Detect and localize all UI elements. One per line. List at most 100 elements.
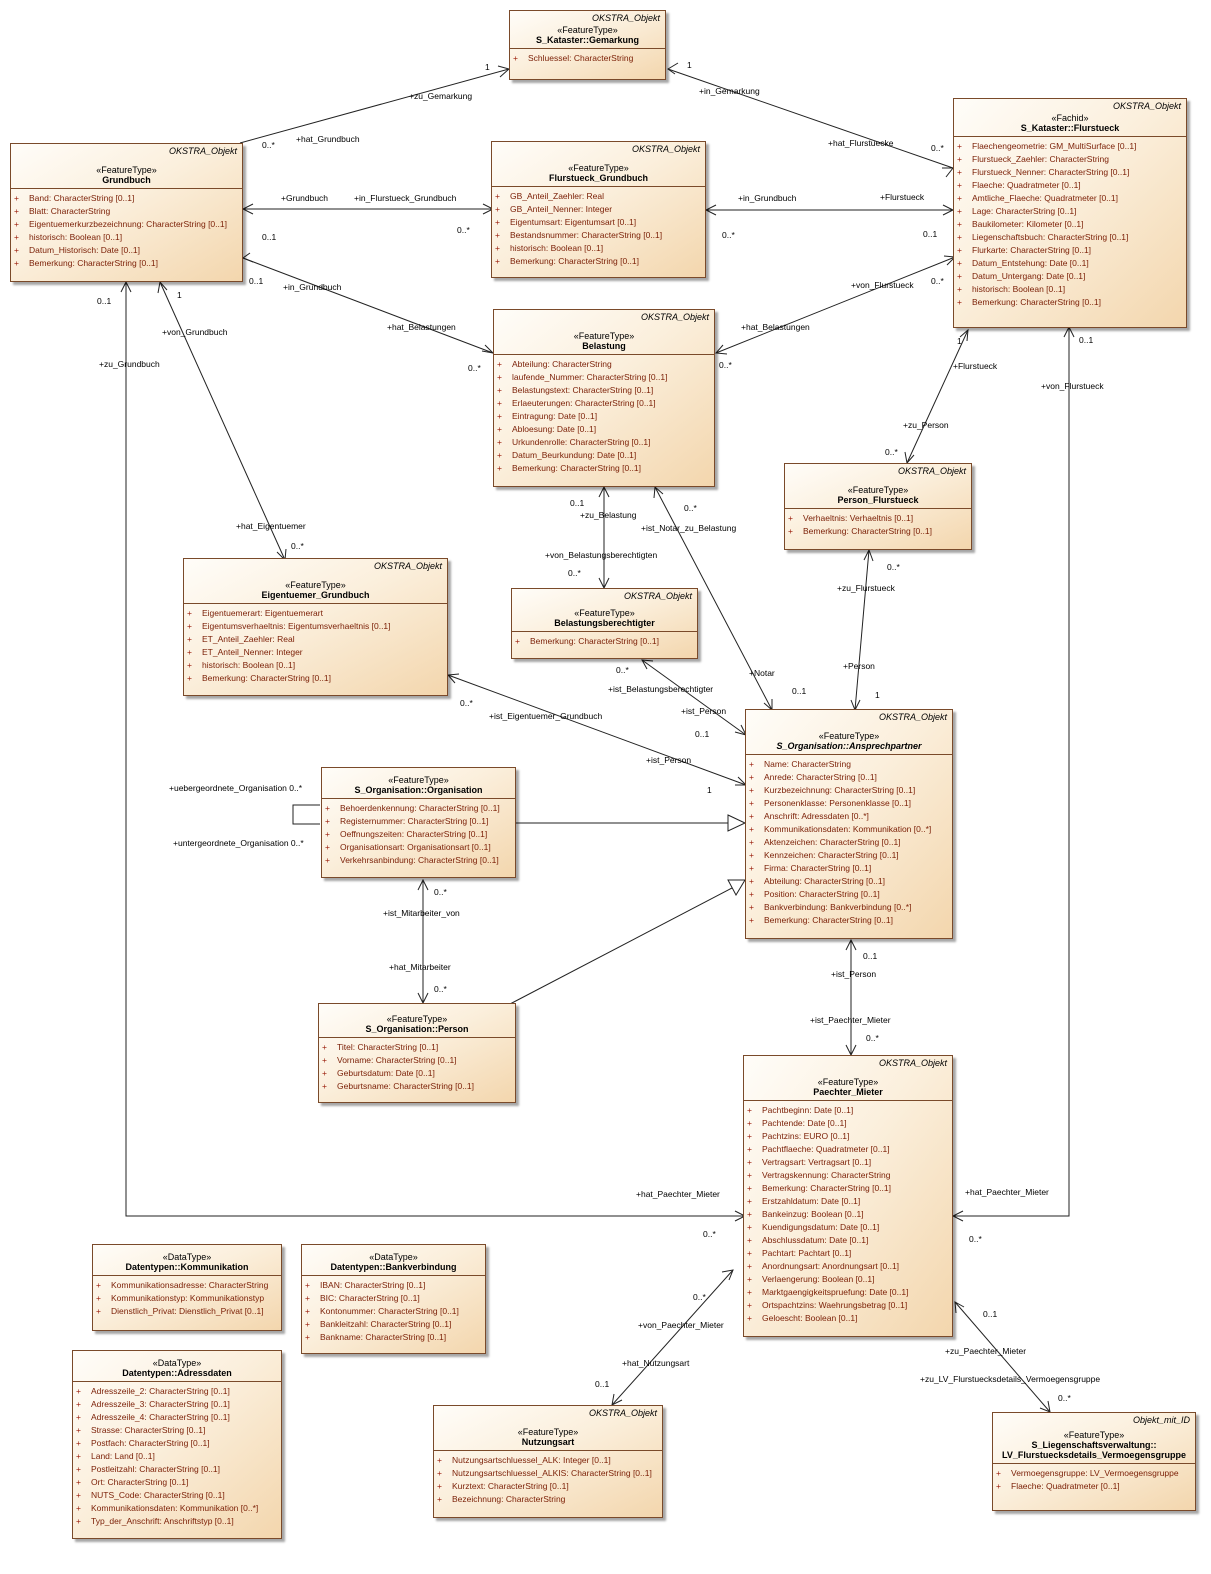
role-label: +zu_LV_Flurstuecksdetails_Vermoegensgrup…	[920, 1374, 1101, 1384]
multiplicity: 0..*	[1058, 1393, 1071, 1403]
visibility-marker: +	[14, 245, 19, 255]
attribute-text: ET_Anteil_Nenner: Integer	[202, 647, 303, 657]
role-label: +hat_Eigentuemer	[236, 521, 306, 531]
class-org-person[interactable]: «FeatureType»S_Organisation::Person +Tit…	[318, 1003, 516, 1103]
role-label: +hat_Belastungen	[741, 322, 810, 332]
class-bankverbindung[interactable]: «DataType»Datentypen::Bankverbindung +IB…	[301, 1244, 486, 1354]
class-name: S_Kataster::Gemarkung	[535, 35, 640, 45]
attribute-row: +Bankeinzug: Boolean [0..1]	[747, 1208, 950, 1221]
attribute-row: +Pachtende: Date [0..1]	[747, 1117, 950, 1130]
class-name: S_Organisation::Organisation	[354, 785, 483, 795]
attribute-text: Pachtflaeche: Quadratmeter [0..1]	[762, 1144, 890, 1154]
visibility-marker: +	[495, 243, 500, 253]
class-organisation[interactable]: «FeatureType»S_Organisation::Organisatio…	[321, 767, 516, 878]
attribute-row: +Kommunikationsdaten: Kommunikation [0..…	[749, 823, 950, 836]
visibility-marker: +	[325, 855, 330, 865]
class-flurstueck[interactable]: OKSTRA_Objekt«Fachid»S_Kataster::Flurstu…	[953, 98, 1187, 328]
visibility-marker: +	[325, 816, 330, 826]
attribute-text: Band: CharacterString [0..1]	[29, 193, 135, 203]
role-label: +hat_Paechter_Mieter	[965, 1187, 1049, 1197]
attribute-text: Position: CharacterString [0..1]	[764, 889, 880, 899]
multiplicity: 0..*	[887, 562, 900, 572]
attribute-text: Bestandsnummer: CharacterString [0..1]	[510, 230, 663, 240]
class-paechter-mieter[interactable]: OKSTRA_Objekt«FeatureType»Paechter_Miete…	[743, 1055, 953, 1337]
attribute-text: Datum_Untergang: Date [0..1]	[972, 271, 1086, 281]
attribute-text: Nutzungsartschluessel_ALK: Integer [0..1…	[452, 1455, 611, 1465]
multiplicity: 0..*	[885, 447, 898, 457]
class-nutzungsart[interactable]: OKSTRA_Objekt«FeatureType»Nutzungsart +N…	[433, 1405, 663, 1518]
role-label: +ist_Eigentuemer_Grundbuch	[489, 711, 603, 721]
attribute-text: Kennzeichen: CharacterString [0..1]	[764, 850, 899, 860]
edge-flurstueck-personflst	[906, 329, 969, 464]
class-tag: OKSTRA_Objekt	[591, 13, 660, 23]
attribute-row: +Bemerkung: CharacterString [0..1]	[187, 672, 445, 685]
attribute-row: +Liegenschaftsbuch: CharacterString [0..…	[957, 231, 1184, 244]
class-grundbuch[interactable]: OKSTRA_Objekt«FeatureType»Grundbuch +Ban…	[10, 143, 243, 282]
role-label: +hat_Mitarbeiter	[389, 962, 451, 972]
attribute-text: Dienstlich_Privat: Dienstlich_Privat [0.…	[111, 1306, 264, 1316]
class-tag: Objekt_mit_ID	[1132, 1415, 1190, 1425]
attribute-text: historisch: Boolean [0..1]	[510, 243, 604, 253]
role-label: +hat_Paechter_Mieter	[636, 1189, 720, 1199]
class-adressdaten[interactable]: «DataType»Datentypen::Adressdaten +Adres…	[72, 1350, 282, 1539]
attribute-text: Kontonummer: CharacterString [0..1]	[320, 1306, 459, 1316]
visibility-marker: +	[76, 1490, 81, 1500]
class-stereotype: «FeatureType»	[96, 165, 157, 175]
class-kommunikation[interactable]: «DataType»Datentypen::Kommunikation +Kom…	[92, 1244, 282, 1331]
visibility-marker: +	[749, 759, 754, 769]
multiplicity: 0..1	[792, 686, 807, 696]
class-tag: OKSTRA_Objekt	[168, 146, 237, 156]
attribute-text: Adresszeile_4: CharacterString [0..1]	[91, 1412, 230, 1422]
visibility-marker: +	[495, 230, 500, 240]
class-tag: OKSTRA_Objekt	[373, 561, 442, 571]
role-label: +ist_Person	[646, 755, 692, 765]
class-name: S_Kataster::Flurstueck	[1020, 123, 1120, 133]
visibility-marker: +	[996, 1468, 1001, 1478]
attribute-row: +Ortspachtzins: Waehrungsbetrag [0..1]	[747, 1299, 950, 1312]
attribute-text: Marktgaengigkeitspruefung: Date [0..1]	[762, 1287, 909, 1297]
attribute-row: +Pachtart: Pachtart [0..1]	[747, 1247, 950, 1260]
visibility-marker: +	[957, 271, 962, 281]
attribute-row: +Geburtsdatum: Date [0..1]	[322, 1067, 513, 1080]
class-belastungsberechtigter[interactable]: OKSTRA_Objekt«FeatureType»Belastungsbere…	[511, 588, 698, 659]
attribute-text: Vertragsart: Vertragsart [0..1]	[762, 1157, 872, 1167]
multiplicity: 0..1	[695, 729, 710, 739]
class-belastung[interactable]: OKSTRA_Objekt«FeatureType»Belastung +Abt…	[493, 309, 715, 487]
visibility-marker: +	[515, 636, 520, 646]
edge-flurstueck-paechter	[953, 327, 1070, 1217]
attribute-list: + Nutzungsartschluessel_ALK: Integer [0..…	[434, 1450, 662, 1509]
multiplicity: 0..1	[595, 1379, 610, 1389]
class-flurstueck-grundbuch[interactable]: OKSTRA_Objekt«FeatureType»Flurstueck_Gru…	[491, 141, 706, 278]
visibility-marker: +	[957, 219, 962, 229]
attribute-text: GB_Anteil_Zaehler: Real	[510, 191, 605, 201]
class-name: Belastung	[582, 341, 626, 351]
class-eigentuemer-grundbuch[interactable]: OKSTRA_Objekt«FeatureType»Eigentuemer_Gr…	[183, 558, 448, 696]
attribute-text: Pachtende: Date [0..1]	[762, 1118, 847, 1128]
attribute-row: +Datum_Historisch: Date [0..1]	[14, 244, 240, 257]
attribute-text: historisch: Boolean [0..1]	[202, 660, 296, 670]
edge-eigentuemer-ansprech	[447, 674, 747, 786]
role-label: +von_Paechter_Mieter	[638, 1320, 724, 1330]
visibility-marker: +	[957, 232, 962, 242]
attribute-row: +Anordnungsart: Anordnungsart [0..1]	[747, 1260, 950, 1273]
visibility-marker: +	[187, 608, 192, 618]
role-label: +von_Flurstueck	[1041, 381, 1104, 391]
attribute-row: +Baukilometer: Kilometer [0..1]	[957, 218, 1184, 231]
attribute-row: +Oeffnungszeiten: CharacterString [0..1]	[325, 828, 513, 841]
attribute-row: +Vermoegensgruppe: LV_Vermoegensgruppe	[996, 1467, 1193, 1480]
visibility-marker: +	[437, 1468, 442, 1478]
role-label: +zu_Gemarkung	[409, 91, 473, 101]
role-label: +hat_Nutzungsart	[622, 1358, 690, 1368]
class-ansprechpartner[interactable]: OKSTRA_Objekt«FeatureType»S_Organisation…	[745, 709, 953, 939]
class-lv-flurstuecksdetails[interactable]: Objekt_mit_ID«FeatureType»S_Liegenschaft…	[992, 1412, 1196, 1511]
class-person-flurstueck[interactable]: OKSTRA_Objekt«FeatureType»Person_Flurstu…	[784, 463, 972, 550]
attribute-row: +Titel: CharacterString [0..1]	[322, 1041, 513, 1054]
class-gemarkung[interactable]: OKSTRA_Objekt«FeatureType»S_Kataster::Ge…	[509, 10, 666, 80]
role-label: +zu_Belastung	[580, 510, 637, 520]
attribute-row: +Vertragsart: Vertragsart [0..1]	[747, 1156, 950, 1169]
attribute-row: +Flaeche: Quadratmeter [0..1]	[996, 1480, 1193, 1493]
multiplicity: 0..1	[1079, 335, 1094, 345]
multiplicity: 1	[485, 62, 490, 72]
attribute-row: +Kommunikationstyp: Kommunikationstyp	[96, 1292, 279, 1305]
